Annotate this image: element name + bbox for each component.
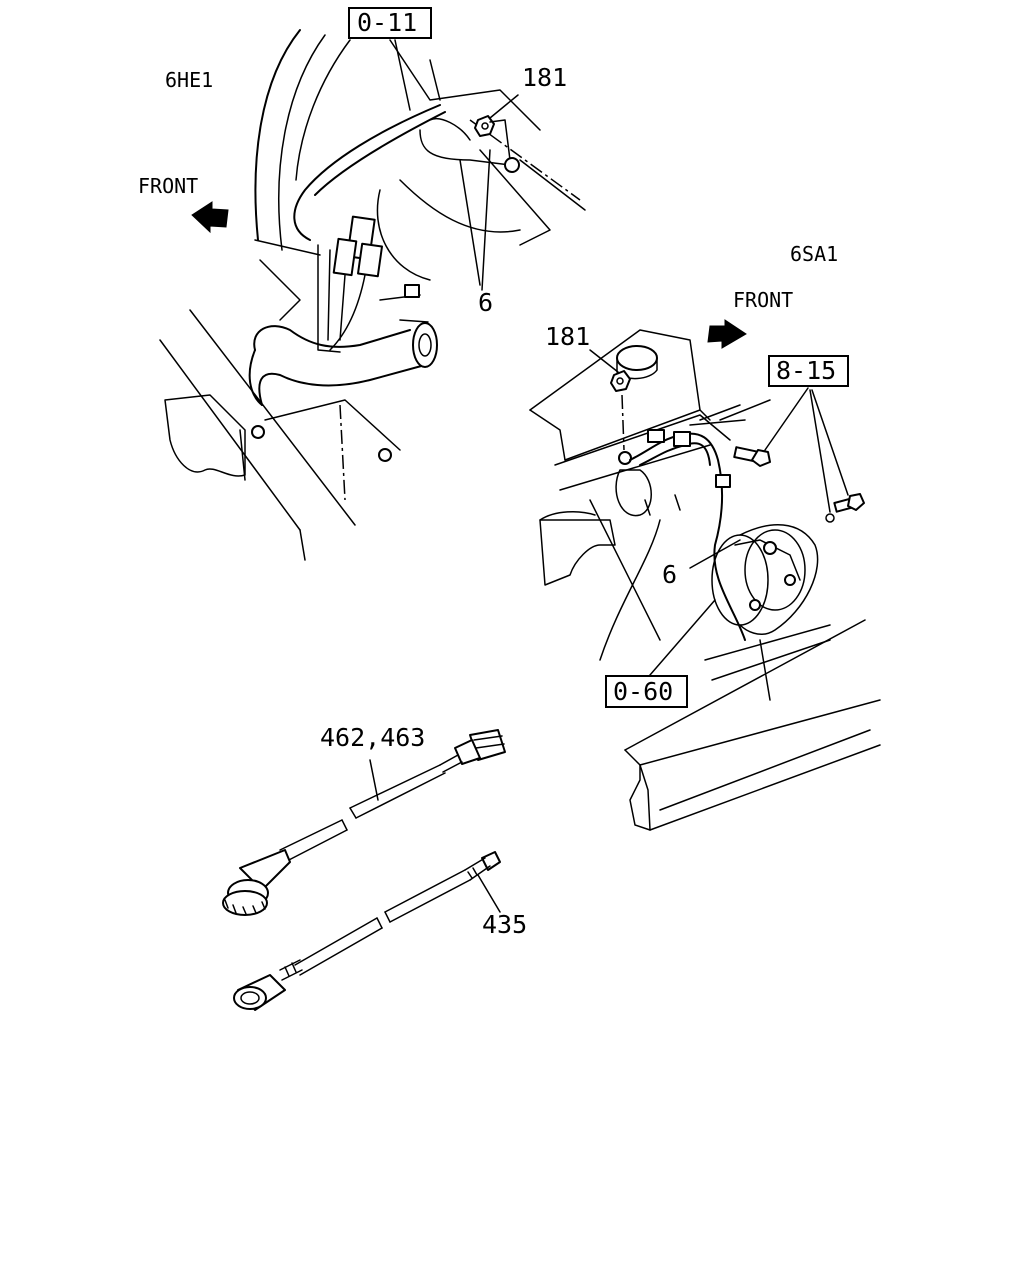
- front-arrow-right: [707, 319, 747, 349]
- bolt-8-15-b: [833, 493, 865, 513]
- front-arrow-upper: [191, 201, 229, 234]
- part-label-6-upper: 6: [478, 288, 493, 317]
- alternator: [711, 524, 819, 635]
- part-label-462-463: 462,463: [320, 723, 425, 752]
- harness-435: [233, 851, 501, 1011]
- sensor-cable-462-463: [222, 729, 506, 916]
- part-label-435: 435: [482, 910, 527, 939]
- part-label-181-upper: 181: [522, 63, 567, 92]
- nut-181-right: [610, 370, 631, 392]
- ref-label-8-15: 8-15: [776, 356, 836, 385]
- ref-box-0-60: [605, 675, 688, 708]
- assembly-6sa1: [529, 319, 881, 831]
- engine-label-6he1: 6HE1: [165, 68, 213, 92]
- bolt-8-15-a: [733, 446, 771, 467]
- nut-181-upper: [474, 115, 495, 137]
- front-label-right: FRONT: [733, 288, 793, 312]
- part-label-6-right: 6: [662, 560, 677, 589]
- ref-label-0-60: 0-60: [613, 677, 673, 706]
- front-label-upper: FRONT: [138, 174, 198, 198]
- part-label-181-right: 181: [545, 322, 590, 351]
- ref-box-0-11: [348, 7, 432, 39]
- ref-label-0-11: 0-11: [357, 8, 417, 37]
- engine-label-6sa1: 6SA1: [790, 242, 838, 266]
- ref-box-8-15: [768, 355, 849, 387]
- assembly-6he1: [159, 29, 586, 561]
